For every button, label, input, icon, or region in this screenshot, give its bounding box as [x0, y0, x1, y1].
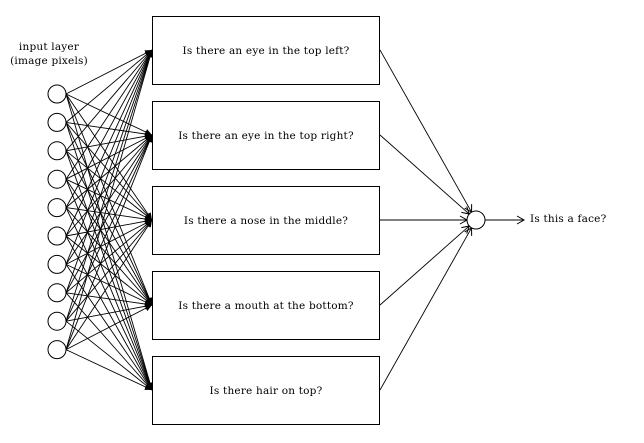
question-box-eye-top-left: Is there an eye in the top left?: [152, 16, 380, 85]
question-box-hair-top: Is there hair on top?: [152, 356, 380, 425]
input-edge: [65, 49, 153, 152]
hidden-edge: [379, 134, 471, 215]
input-edge: [65, 134, 153, 322]
input-node: [47, 283, 67, 303]
input-to-hidden-edges: [65, 49, 154, 391]
question-label: Is there an eye in the top left?: [182, 44, 350, 57]
hidden-to-output-edges: [379, 49, 473, 391]
input-edge: [65, 219, 153, 294]
input-edge: [65, 303, 153, 322]
input-edge: [65, 219, 153, 350]
input-node: [47, 198, 67, 218]
input-node: [47, 254, 67, 274]
input-edge: [65, 49, 153, 180]
input-edge: [65, 304, 153, 350]
input-node: [47, 141, 67, 161]
hidden-edge: [379, 49, 473, 214]
input-edge: [65, 292, 153, 308]
input-edge: [65, 49, 153, 123]
input-layer-subtitle: (image pixels): [10, 55, 88, 67]
hidden-edge: [379, 226, 473, 391]
input-edge: [65, 49, 154, 350]
input-nodes: [47, 84, 67, 360]
input-edge: [65, 49, 153, 293]
question-label: Is there an eye in the top right?: [178, 129, 354, 142]
hidden-edge: [379, 225, 471, 306]
question-box-mouth-bottom: Is there a mouth at the bottom?: [152, 271, 380, 340]
input-edge: [65, 49, 153, 265]
input-node: [47, 112, 67, 132]
input-edge: [65, 349, 153, 391]
input-node: [47, 169, 67, 189]
input-node: [47, 226, 67, 246]
input-layer-title: input layer: [18, 41, 80, 53]
input-layer-label: input layer (image pixels): [6, 40, 92, 68]
output-node: [466, 210, 486, 230]
input-node: [47, 84, 67, 104]
input-edge: [65, 49, 153, 237]
input-edge: [65, 219, 153, 322]
question-label: Is there hair on top?: [209, 384, 323, 397]
input-node: [47, 340, 67, 360]
question-box-eye-top-right: Is there an eye in the top right?: [152, 101, 380, 170]
question-box-nose-middle: Is there a nose in the middle?: [152, 186, 380, 255]
input-edge: [65, 49, 153, 208]
input-edge: [65, 134, 153, 294]
input-edge: [65, 292, 153, 391]
input-edge: [65, 49, 153, 95]
input-edge: [65, 320, 153, 391]
input-edge: [65, 134, 153, 350]
question-label: Is there a mouth at the bottom?: [178, 299, 354, 312]
output-label: Is this a face?: [530, 213, 607, 225]
question-label: Is there a nose in the middle?: [183, 214, 349, 227]
input-node: [47, 311, 67, 331]
input-edge: [65, 49, 153, 322]
